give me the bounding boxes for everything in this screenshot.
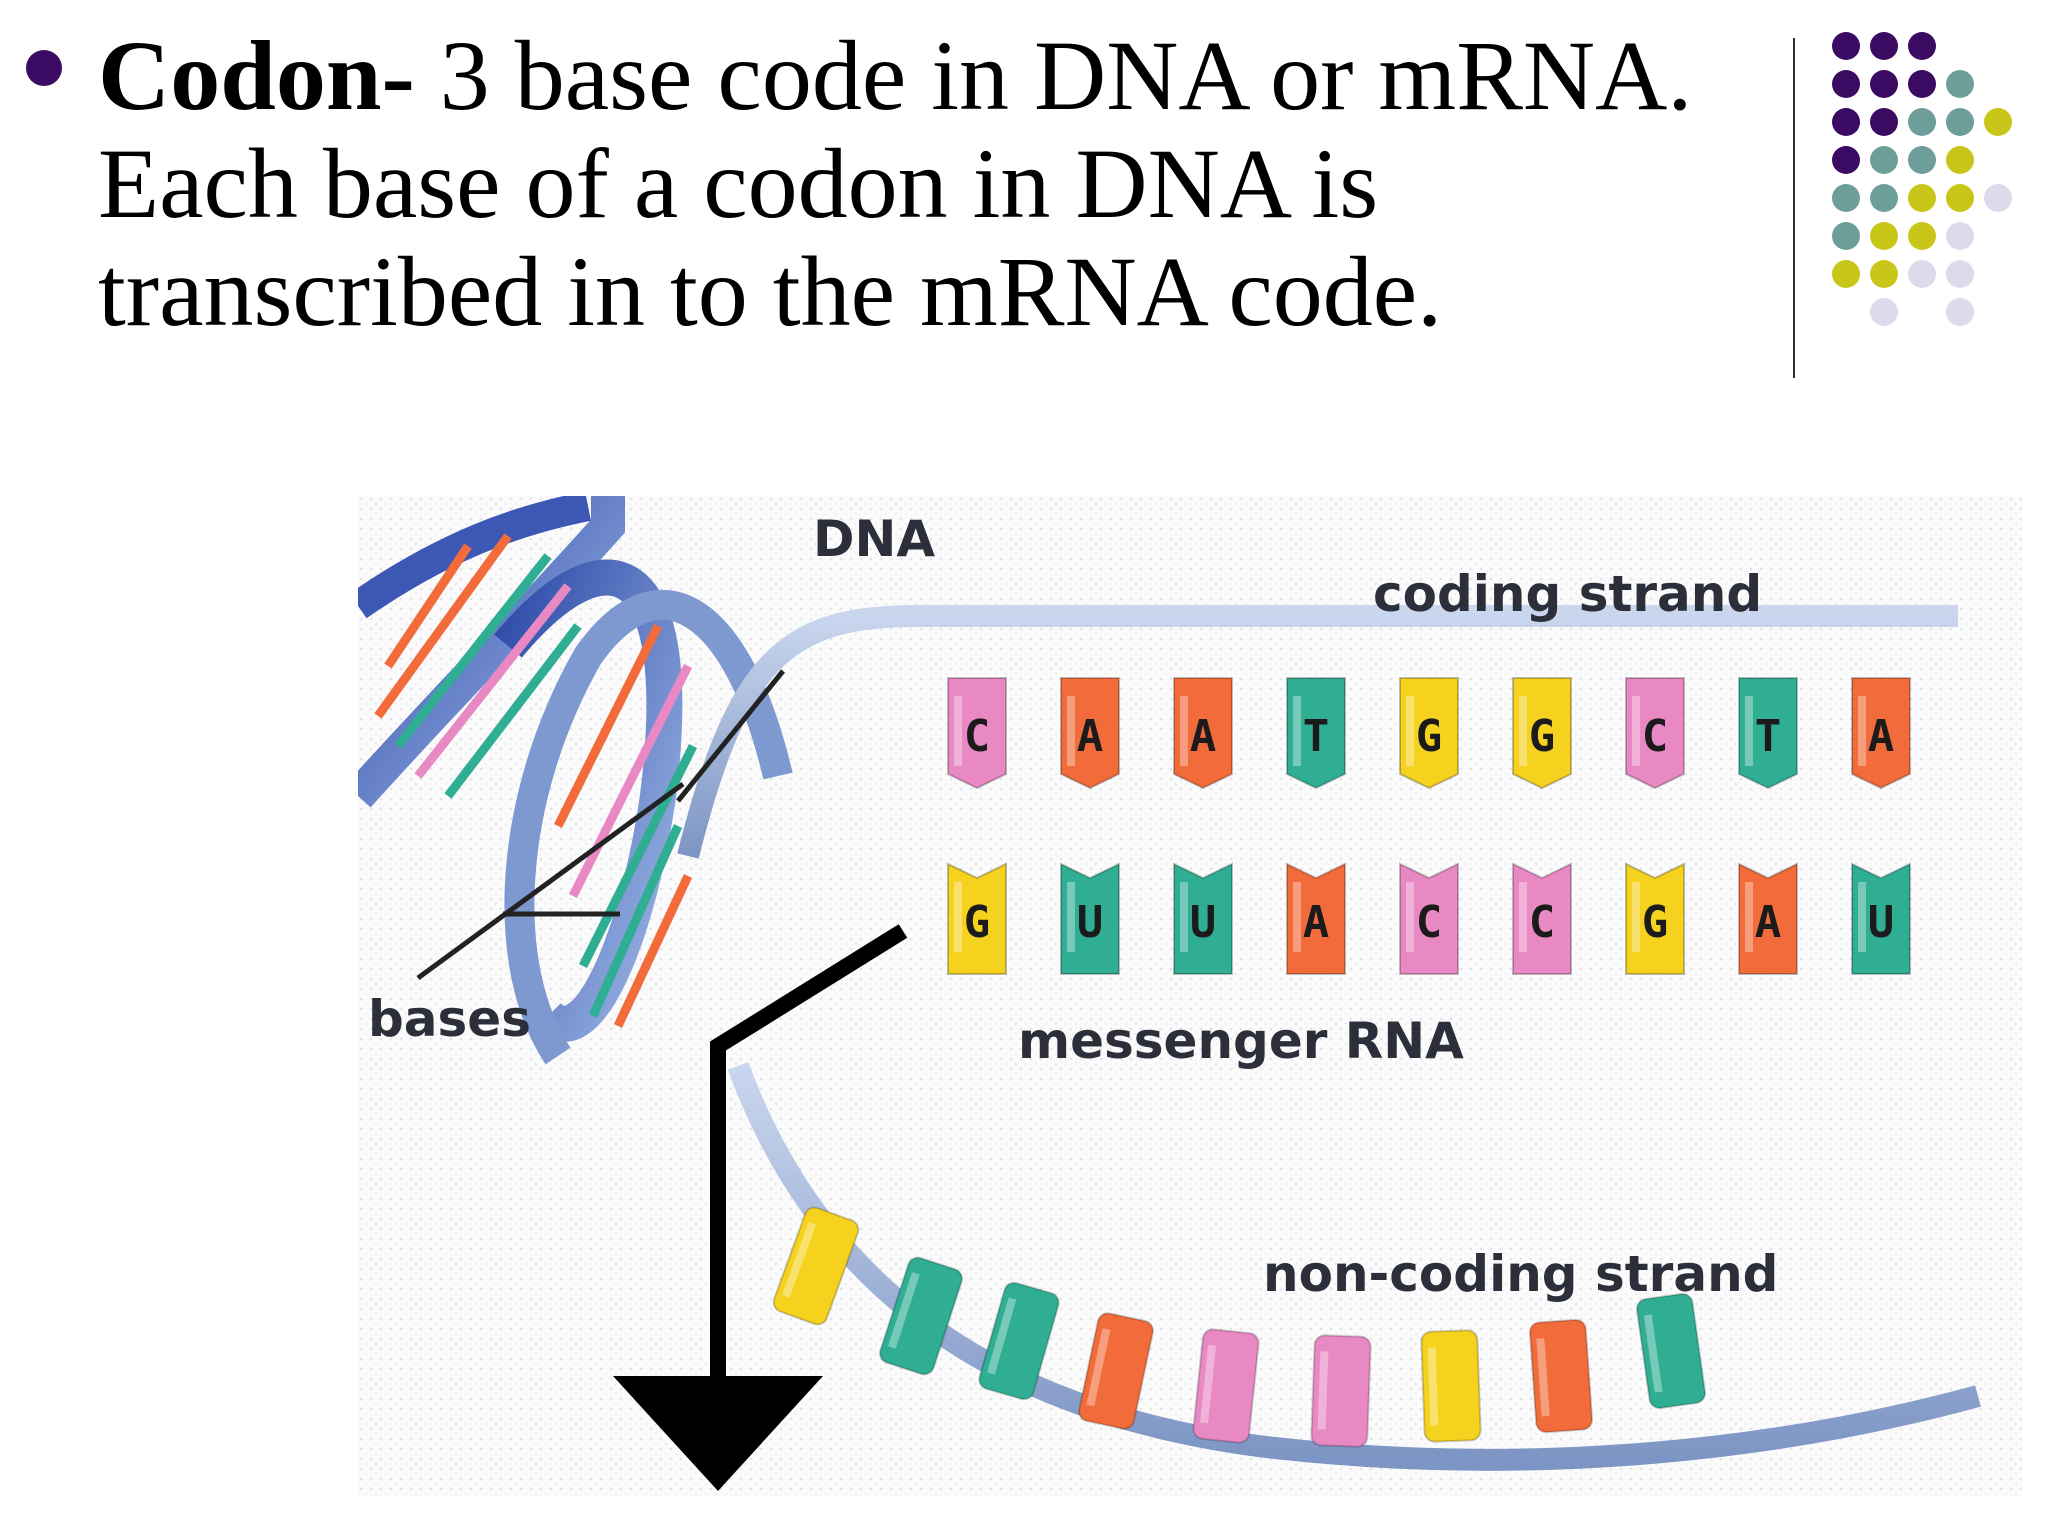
decorative-dot-grid [1832,32,2012,326]
decor-dot [1908,222,1936,250]
decor-dot [1908,32,1936,60]
base-letter: U [1190,897,1217,948]
decor-dot [1832,222,1860,250]
bullet-term: Codon- [98,20,415,131]
decor-dot [1870,32,1898,60]
decor-dot [1946,70,1974,98]
non-coding-base [1528,1318,1594,1434]
base-C: C [1625,677,1685,790]
base-A: A [1851,677,1911,790]
non-coding-strand-bases [772,1206,1707,1448]
decor-dot [1908,146,1936,174]
base-letter: C [1642,711,1669,762]
base-G: G [1399,677,1459,790]
bullet-marker [26,50,62,86]
base-letter: U [1077,897,1104,948]
base-T: T [1738,677,1798,790]
base-letter: A [1077,711,1104,762]
decor-dot [1870,108,1898,136]
base-letter: G [1416,711,1443,762]
base-letter: C [1529,897,1556,948]
base-letter: C [964,711,991,762]
decor-dot [1908,70,1936,98]
decor-dot [1870,298,1898,326]
non-coding-base [1192,1328,1260,1444]
base-letter: G [1529,711,1556,762]
base-letter: G [1642,897,1669,948]
base-letter: A [1303,897,1330,948]
decor-dot [1870,222,1898,250]
base-letter: T [1755,711,1782,762]
bases-pointer-line [416,781,685,981]
decor-dot [1984,108,2012,136]
base-A: A [1060,677,1120,790]
non-coding-strand-label: non-coding strand [1263,1245,1778,1303]
down-arrow-icon [613,924,908,1491]
decor-dot [1946,298,1974,326]
base-letter: A [1190,711,1217,762]
non-coding-base [1635,1292,1707,1410]
base-letter: T [1303,711,1330,762]
base-C: C [947,677,1007,790]
transcription-diagram: C A A T G G C T A G U U A C C G A U DNA coding strand ba… [358,496,2022,1496]
base-G: G [947,862,1007,975]
base-G: G [1625,862,1685,975]
decor-dot [1832,184,1860,212]
decor-dot [1832,32,1860,60]
base-letter: A [1868,711,1895,762]
non-coding-base [772,1206,860,1326]
decor-dot [1870,70,1898,98]
decor-dot [1946,260,1974,288]
non-coding-base [1310,1334,1372,1448]
decor-dot [1908,184,1936,212]
dna-helix [358,496,793,1065]
base-T: T [1286,677,1346,790]
decor-dot [1908,108,1936,136]
base-A: A [1738,862,1798,975]
decor-dot [1832,146,1860,174]
decor-dot [1946,146,1974,174]
base-letter: G [964,897,991,948]
non-coding-base [1078,1312,1154,1430]
base-C: C [1512,862,1572,975]
messenger-rna-label: messenger RNA [1018,1012,1464,1070]
bases-label: bases [368,990,531,1048]
base-A: A [1286,862,1346,975]
base-G: G [1512,677,1572,790]
base-U: U [1173,862,1233,975]
non-coding-base [878,1256,964,1376]
non-coding-base [978,1281,1060,1401]
decor-dot [1908,260,1936,288]
base-A: A [1173,677,1233,790]
base-letter: A [1755,897,1782,948]
decor-dot [1870,146,1898,174]
base-U: U [1851,862,1911,975]
decor-dot [1870,184,1898,212]
decor-dot [1832,70,1860,98]
decor-dot [1832,108,1860,136]
dna-pointer-line [676,669,785,803]
base-letter: C [1416,897,1443,948]
vertical-divider [1793,38,1795,378]
bullet-text: Codon- 3 base code in DNA or mRNA. Each … [98,22,1758,346]
base-letter: U [1868,897,1895,948]
non-coding-base [1420,1329,1482,1443]
decor-dot [1832,260,1860,288]
coding-strand-label: coding strand [1373,565,1762,623]
bullet-definition: 3 base code in DNA or mRNA. Each base of… [98,20,1693,347]
decor-dot [1984,184,2012,212]
dna-label: DNA [813,510,935,568]
decor-dot [1946,222,1974,250]
coding-strand-backbone [677,605,1958,859]
base-C: C [1399,862,1459,975]
decor-dot [1870,260,1898,288]
base-U: U [1060,862,1120,975]
decor-dot [1946,184,1974,212]
decor-dot [1946,108,1974,136]
